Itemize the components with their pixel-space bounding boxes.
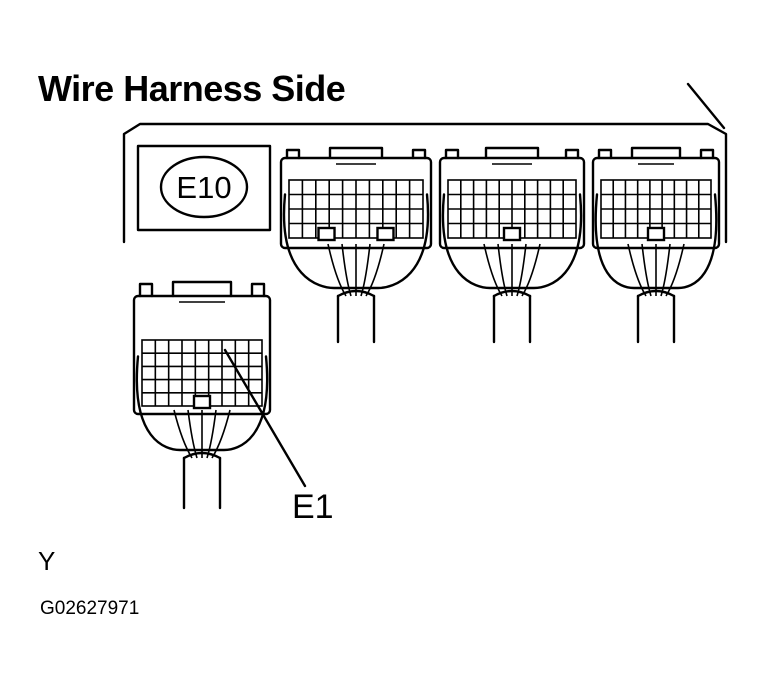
ecu-connector-label: E10 [176,170,231,205]
figure-letter: Y [38,546,56,576]
harness-cable [636,294,676,344]
harness-wire [641,243,652,297]
harness-wire [516,243,527,297]
harness-connector [132,280,272,510]
harness-wire [360,243,371,297]
harness-connector [279,146,433,344]
diagram-title: Wire Harness Side [38,68,346,109]
figure-code: G02627971 [40,598,140,619]
connector-key-notch [376,226,395,242]
connector-key-notch [192,394,212,410]
connector-side-tab [564,148,580,160]
connector-label-plate [136,144,272,232]
harness-connector [591,146,721,344]
connector-latch [630,146,682,160]
cable-end [336,289,376,298]
connector-key-notch [502,226,522,242]
connector-key-notch [646,226,666,242]
cable-end [492,289,532,298]
connector-key-notch [317,226,336,242]
connector-side-tab [138,282,154,298]
harness-wire [187,409,198,459]
connector-group [132,146,721,510]
connector-side-tab [250,282,266,298]
connector-side-tab [597,148,613,160]
cable-end [636,289,676,298]
ecu-housing [122,122,728,244]
connector-latch [484,146,540,160]
connector-label-oval [159,155,249,219]
harness-wire [660,243,671,297]
connector-side-tab [699,148,715,160]
cable-end [182,451,222,460]
harness-cable [492,294,532,344]
pin-leader-line [223,348,307,488]
connector-latch [328,146,384,160]
connector-side-tab [285,148,301,160]
housing-edge-line [686,82,726,130]
harness-wire [497,243,508,297]
harness-cable [336,294,376,344]
harness-cable [182,456,222,510]
connector-latch [171,280,233,298]
connector-side-tab [444,148,460,160]
connector-side-tab [411,148,427,160]
harness-wire [341,243,352,297]
pin-callout-label: E1 [292,488,334,526]
harness-connector [438,146,586,344]
harness-wire [206,409,217,459]
